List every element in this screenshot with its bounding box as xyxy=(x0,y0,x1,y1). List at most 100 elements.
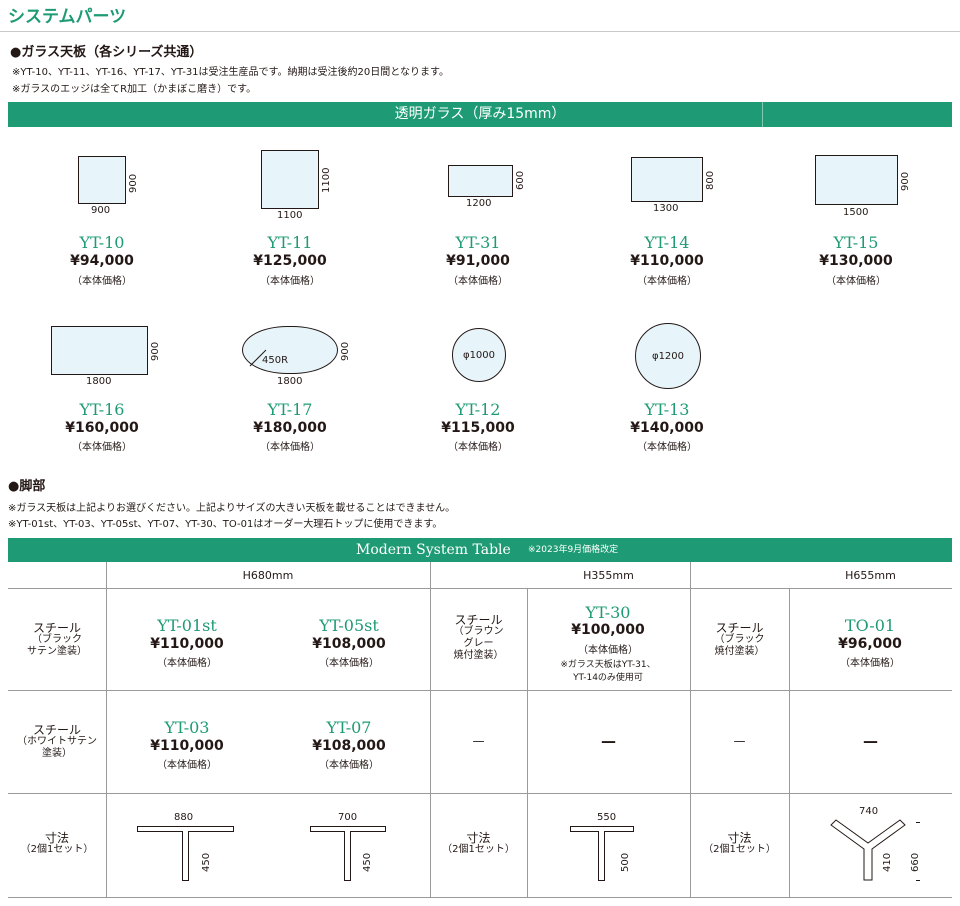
height-tick xyxy=(916,880,920,881)
material-line: グレー xyxy=(463,638,494,649)
width-dim: 700 xyxy=(338,812,358,823)
width-dim: 1800 xyxy=(277,376,303,387)
dimension-label-sub: （2個1セット） xyxy=(20,844,94,855)
price-note: （本体価格） xyxy=(260,276,320,287)
material-line: スチール xyxy=(32,723,81,737)
price-note: （本体価格） xyxy=(319,760,379,771)
glass-shape: φ1200 xyxy=(635,323,701,389)
price-note: （本体価格） xyxy=(157,760,217,771)
glass-shape xyxy=(261,150,319,209)
height-dim: 600 xyxy=(515,170,526,190)
material-line: スチール xyxy=(454,613,503,627)
price: ¥96,000 xyxy=(838,636,902,652)
table-rule xyxy=(527,588,528,897)
glass-note-2: ※ガラスのエッジは全てR加工（かまぼこ磨き）です。 xyxy=(12,84,257,95)
model-name: TO-01 xyxy=(844,616,896,635)
height-dim: 500 xyxy=(620,852,631,872)
glass-shape: φ1000 xyxy=(452,328,506,382)
price: ¥91,000 xyxy=(446,253,510,269)
leg-stem xyxy=(598,831,605,881)
model-name: YT-14 xyxy=(644,233,690,252)
height-dim: 900 xyxy=(128,173,139,193)
glass-shape xyxy=(815,155,898,205)
model-name: YT-15 xyxy=(833,233,879,252)
width-dim: 1300 xyxy=(653,203,679,214)
width-dim: 1800 xyxy=(86,376,112,387)
price: ¥115,000 xyxy=(441,420,515,436)
price-note: （本体価格） xyxy=(448,276,508,287)
price-note: （本体価格） xyxy=(319,658,379,669)
price-revision-note: ※2023年9月価格改定 xyxy=(528,545,619,555)
model-name: YT-31 xyxy=(455,233,501,252)
empty-product-dash: — xyxy=(863,732,878,750)
price: ¥140,000 xyxy=(630,420,704,436)
legs-note-2: ※YT-01st、YT-03、YT-05st、YT-07、YT-30、TO-01… xyxy=(8,519,443,530)
price-note: （本体価格） xyxy=(448,442,508,453)
price: ¥108,000 xyxy=(312,636,386,652)
height-dim: 1100 xyxy=(321,167,332,193)
table-rule xyxy=(430,562,431,897)
usage-note: YT-14のみ使用可 xyxy=(573,673,643,683)
empty-product-dash: — xyxy=(601,732,616,750)
height-dim: 900 xyxy=(900,171,911,191)
width-dim: 1500 xyxy=(843,207,869,218)
height-dim: 900 xyxy=(340,341,351,361)
price-note: （本体価格） xyxy=(72,442,132,453)
empty-material-dash: — xyxy=(733,734,746,748)
height-dim: 900 xyxy=(150,341,161,361)
glass-shape xyxy=(78,156,126,204)
price: ¥94,000 xyxy=(70,253,134,269)
height-tick xyxy=(916,822,920,823)
model-name: YT-30 xyxy=(585,603,631,622)
material-line: （ブラック xyxy=(32,634,82,645)
table-rule xyxy=(8,588,952,589)
glass-shape xyxy=(631,157,703,202)
diameter-dim: φ1200 xyxy=(651,350,685,362)
model-name: YT-07 xyxy=(326,718,372,737)
width-dim: 740 xyxy=(859,806,879,817)
height-header-355: H355mm xyxy=(583,569,634,582)
model-name: YT-01st xyxy=(157,616,217,635)
material-line: スチール xyxy=(715,621,764,635)
mst-bar: Modern System Table ※2023年9月価格改定 xyxy=(8,538,952,562)
legs-heading: ●脚部 xyxy=(8,479,46,494)
dimension-label-main: 寸法 xyxy=(727,831,752,845)
price: ¥108,000 xyxy=(312,738,386,754)
price: ¥130,000 xyxy=(819,253,893,269)
glass-type-bar: 透明ガラス（厚み15mm） xyxy=(8,102,952,127)
dimension-label-main: 寸法 xyxy=(466,831,491,845)
material-line: （ブラウン xyxy=(453,626,504,637)
legs-note-1: ※ガラス天板は上記よりお選びください。上記よりサイズの大きい天板を載せることはで… xyxy=(8,503,456,514)
page-title: システムパーツ xyxy=(8,7,127,27)
material-line: サテン塗装） xyxy=(27,646,87,657)
table-rule xyxy=(789,588,790,897)
model-name: YT-05st xyxy=(319,616,379,635)
table-rule xyxy=(8,793,952,794)
table-rule xyxy=(8,897,952,898)
table-rule xyxy=(8,690,952,691)
model-name: YT-10 xyxy=(79,233,125,252)
glass-shape xyxy=(242,326,338,374)
price-note: （本体価格） xyxy=(72,276,132,287)
glass-note-1: ※YT-10、YT-11、YT-16、YT-17、YT-31は受注生産品です。納… xyxy=(12,67,449,78)
dimension-label-main: 寸法 xyxy=(44,831,69,845)
dimension-label-sub: （2個1セット） xyxy=(703,844,776,855)
y-leg-shape xyxy=(830,819,906,881)
usage-note: ※ガラス天板はYT-31、 xyxy=(560,660,656,670)
inner-height-dim: 410 xyxy=(882,852,893,872)
model-name: YT-17 xyxy=(267,400,313,419)
leg-stem xyxy=(182,831,189,881)
material-line: スチール xyxy=(32,621,81,635)
empty-material-dash: — xyxy=(472,734,485,748)
dimension-label: 寸法 （2個1セット） xyxy=(690,832,789,856)
height-header-680: H680mm xyxy=(242,569,294,582)
material-brown-grey: スチール （ブラウン グレー 焼付塗装） xyxy=(430,614,527,662)
price-note: （本体価格） xyxy=(637,276,697,287)
model-name: YT-03 xyxy=(164,718,210,737)
dimension-label-sub: （2個1セット） xyxy=(442,844,515,855)
material-line: 焼付塗装） xyxy=(453,650,504,661)
model-name: YT-13 xyxy=(644,400,690,419)
glass-heading: ●ガラス天板（各シリーズ共通） xyxy=(10,45,203,60)
price: ¥110,000 xyxy=(150,636,224,652)
width-dim: 550 xyxy=(597,812,617,823)
